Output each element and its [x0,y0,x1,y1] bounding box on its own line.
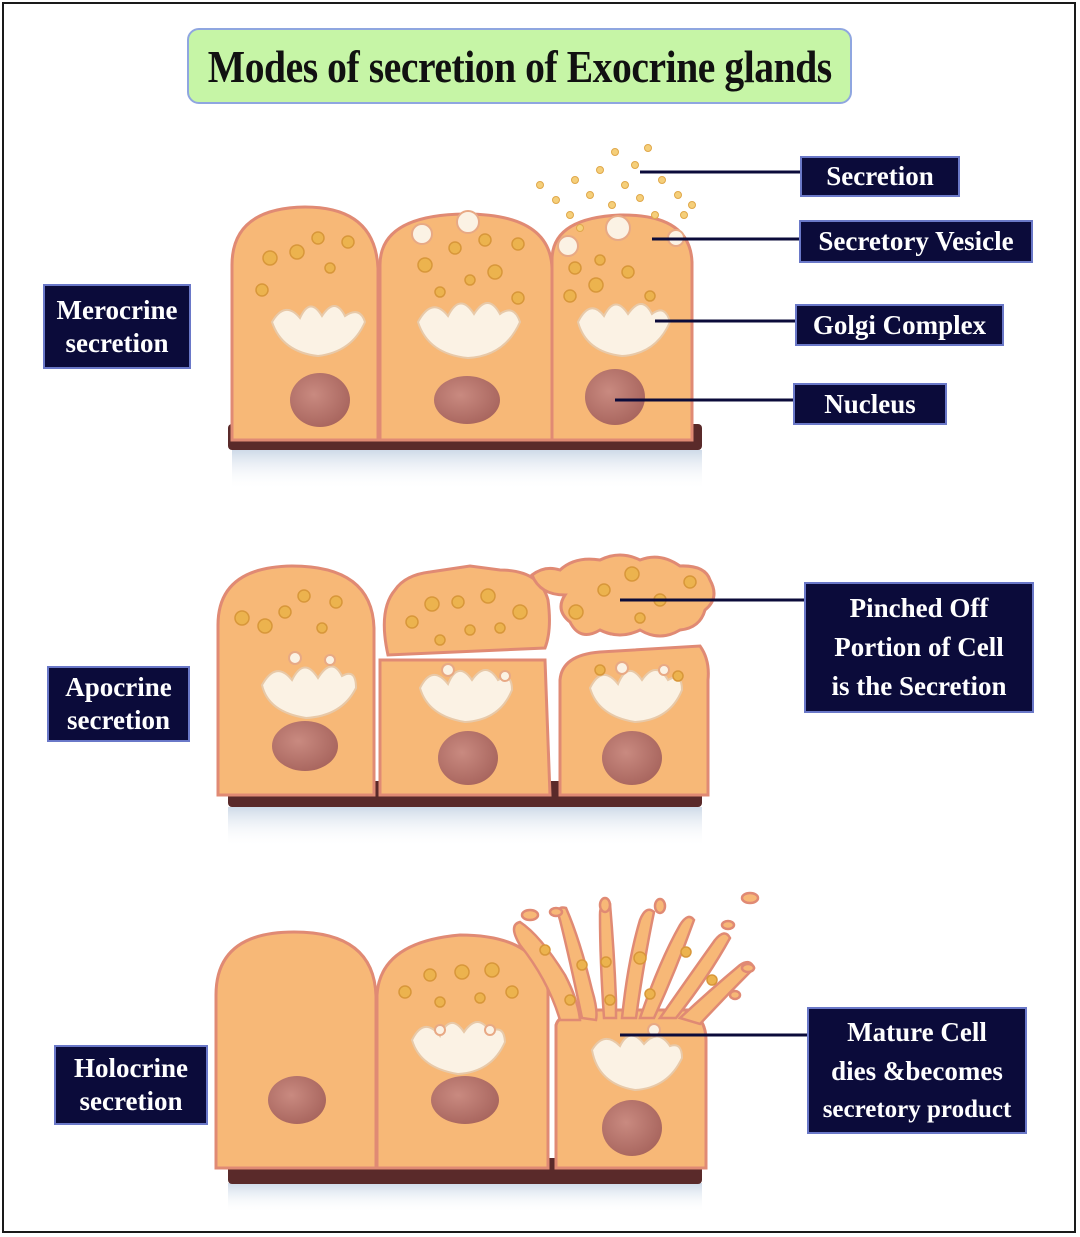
golgi-complex-callout: Golgi Complex [795,304,1004,346]
nucleus [434,376,500,424]
secretion-droplets [536,144,696,232]
secretory-granules [234,566,697,682]
mature-cell-line1: Mature Cell [847,1017,987,1048]
apocrine-label-line1: Apocrine [65,672,172,703]
apocrine-label-line2: secretion [67,705,170,735]
secretory-granules [255,231,656,305]
merocrine-row [228,144,702,490]
golgi-complex [590,1034,684,1092]
pinched-off-line1: Pinched Off [849,592,989,623]
pinched-off-line2: Portion of Cell [834,631,1004,662]
callout-lines [615,170,808,1037]
merocrine-label: Merocrine secretion [43,284,191,369]
shadow [228,1183,702,1213]
golgi-complex [588,669,684,724]
shadow [232,450,702,490]
holocrine-label-line1: Holocrine [74,1053,188,1084]
nucleus-callout: Nucleus [793,383,947,425]
nucleus [290,373,350,427]
apocrine-row [216,553,716,847]
mature-cell-line2: dies &becomes [831,1056,1003,1087]
secretory-vesicle [411,210,685,257]
golgi-complex [576,303,672,358]
nucleus [272,721,338,771]
secretion-callout-text: Secretion [826,161,934,192]
secretory-vesicle [288,651,670,682]
secretory-granules [398,944,718,1008]
nucleus-callout-text: Nucleus [824,388,916,419]
nucleus [268,1076,326,1124]
pinching-cell-apex [382,564,551,657]
nucleus [602,731,662,785]
holocrine-label: Holocrine secretion [54,1045,208,1125]
pinched-off-callout: Pinched Off Portion of Cell is the Secre… [804,582,1034,713]
diagram-title: Modes of secretion of Exocrine glands [207,40,832,92]
merocrine-label-line1: Merocrine [56,294,178,325]
cell [214,930,378,1170]
golgi-complex-callout-text: Golgi Complex [812,309,987,340]
secretion-callout: Secretion [800,156,960,197]
secretory-vesicle [434,1023,661,1037]
golgi-complex [260,665,358,720]
secretory-vesicle-callout: Secretory Vesicle [799,220,1033,263]
pinched-off-portion [530,553,716,638]
nucleus [431,1076,499,1124]
secretory-vesicle-callout-text: Secretory Vesicle [818,226,1014,257]
golgi-complex [418,669,514,724]
nucleus [438,731,498,785]
apocrine-label: Apocrine secretion [47,666,190,742]
shadow [228,807,702,847]
holocrine-row [214,891,760,1213]
golgi-complex [270,305,367,358]
pinched-off-line3: is the Secretion [831,671,1007,702]
mature-cell-callout: Mature Cell dies &becomes secretory prod… [807,1007,1027,1134]
nucleus [585,369,645,425]
holocrine-label-line2: secretion [79,1086,183,1116]
title-banner: Modes of secretion of Exocrine glands [187,28,852,104]
mature-cell-line3: secretory product [822,1095,1012,1123]
nucleus [602,1100,662,1156]
golgi-complex [416,302,522,360]
merocrine-label-line2: secretion [65,327,169,358]
